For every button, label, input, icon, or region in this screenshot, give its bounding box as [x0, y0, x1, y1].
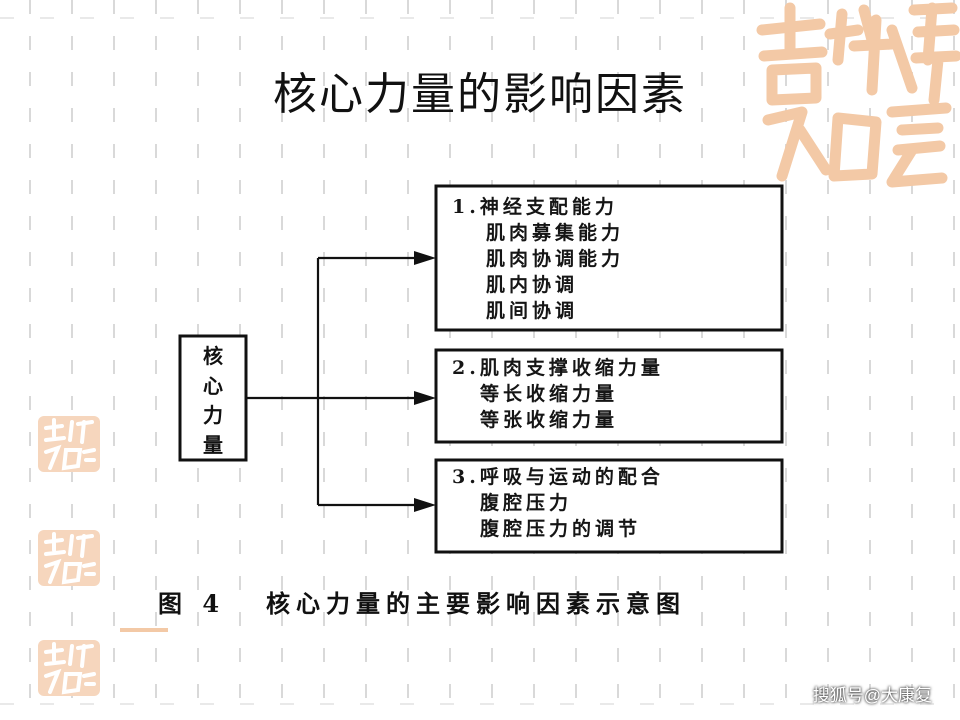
group-box-2: [434, 348, 784, 444]
group-heading: 3.呼吸与运动的配合: [452, 466, 664, 488]
factor-group-1: 1.神经支配能力 肌肉募集能力 肌肉协调能力 肌内协调 肌间协调: [452, 194, 624, 324]
auspicious-seal-icon: [38, 416, 100, 472]
core-char: 核: [203, 344, 223, 369]
group-item: 肌内协调: [486, 274, 579, 296]
figure-caption: 图 4 核心力量的主要影响因素示意图: [158, 584, 858, 619]
auspicious-seal-icon: [38, 640, 100, 696]
factor-group-2: 2.肌肉支撑收缩力量 等长收缩力量 等张收缩力量: [452, 355, 664, 433]
group-item: 等张收缩力量: [480, 409, 619, 431]
factor-group-3: 3.呼吸与运动的配合 腹腔压力 腹腔压力的调节: [452, 464, 664, 542]
group-item: 肌肉募集能力: [486, 222, 625, 244]
core-char: 心: [203, 373, 223, 398]
source-watermark: 搜狐号@大康复: [812, 686, 932, 705]
figure-caption-text: 核心力量的主要影响因素示意图: [266, 589, 686, 618]
figure-number: 图 4: [158, 589, 226, 618]
group-item: 腹腔压力的调节: [480, 518, 642, 540]
arrow-head-icon: [414, 498, 436, 512]
group-item: 腹腔压力: [480, 492, 573, 514]
slide-title: 核心力量的影响因素: [273, 69, 687, 120]
arrow-head-icon: [414, 391, 436, 405]
group-item: 等长收缩力量: [480, 383, 619, 405]
group-item: 肌肉协调能力: [486, 248, 625, 270]
core-char: 力: [203, 403, 223, 428]
core-strength-label: 核 心 力 量: [184, 340, 242, 458]
arrow-head-icon: [414, 251, 436, 265]
core-box: [178, 334, 248, 462]
group-box-3: [434, 458, 784, 554]
group-heading: 1.神经支配能力: [452, 196, 618, 218]
group-item: 肌间协调: [486, 300, 579, 322]
auspicious-seal-icon: [756, 2, 960, 188]
auspicious-seal-icon: [38, 530, 100, 586]
core-char: 量: [203, 432, 223, 457]
group-box-1: [434, 184, 784, 332]
group-heading: 2.肌肉支撑收缩力量: [452, 357, 664, 379]
